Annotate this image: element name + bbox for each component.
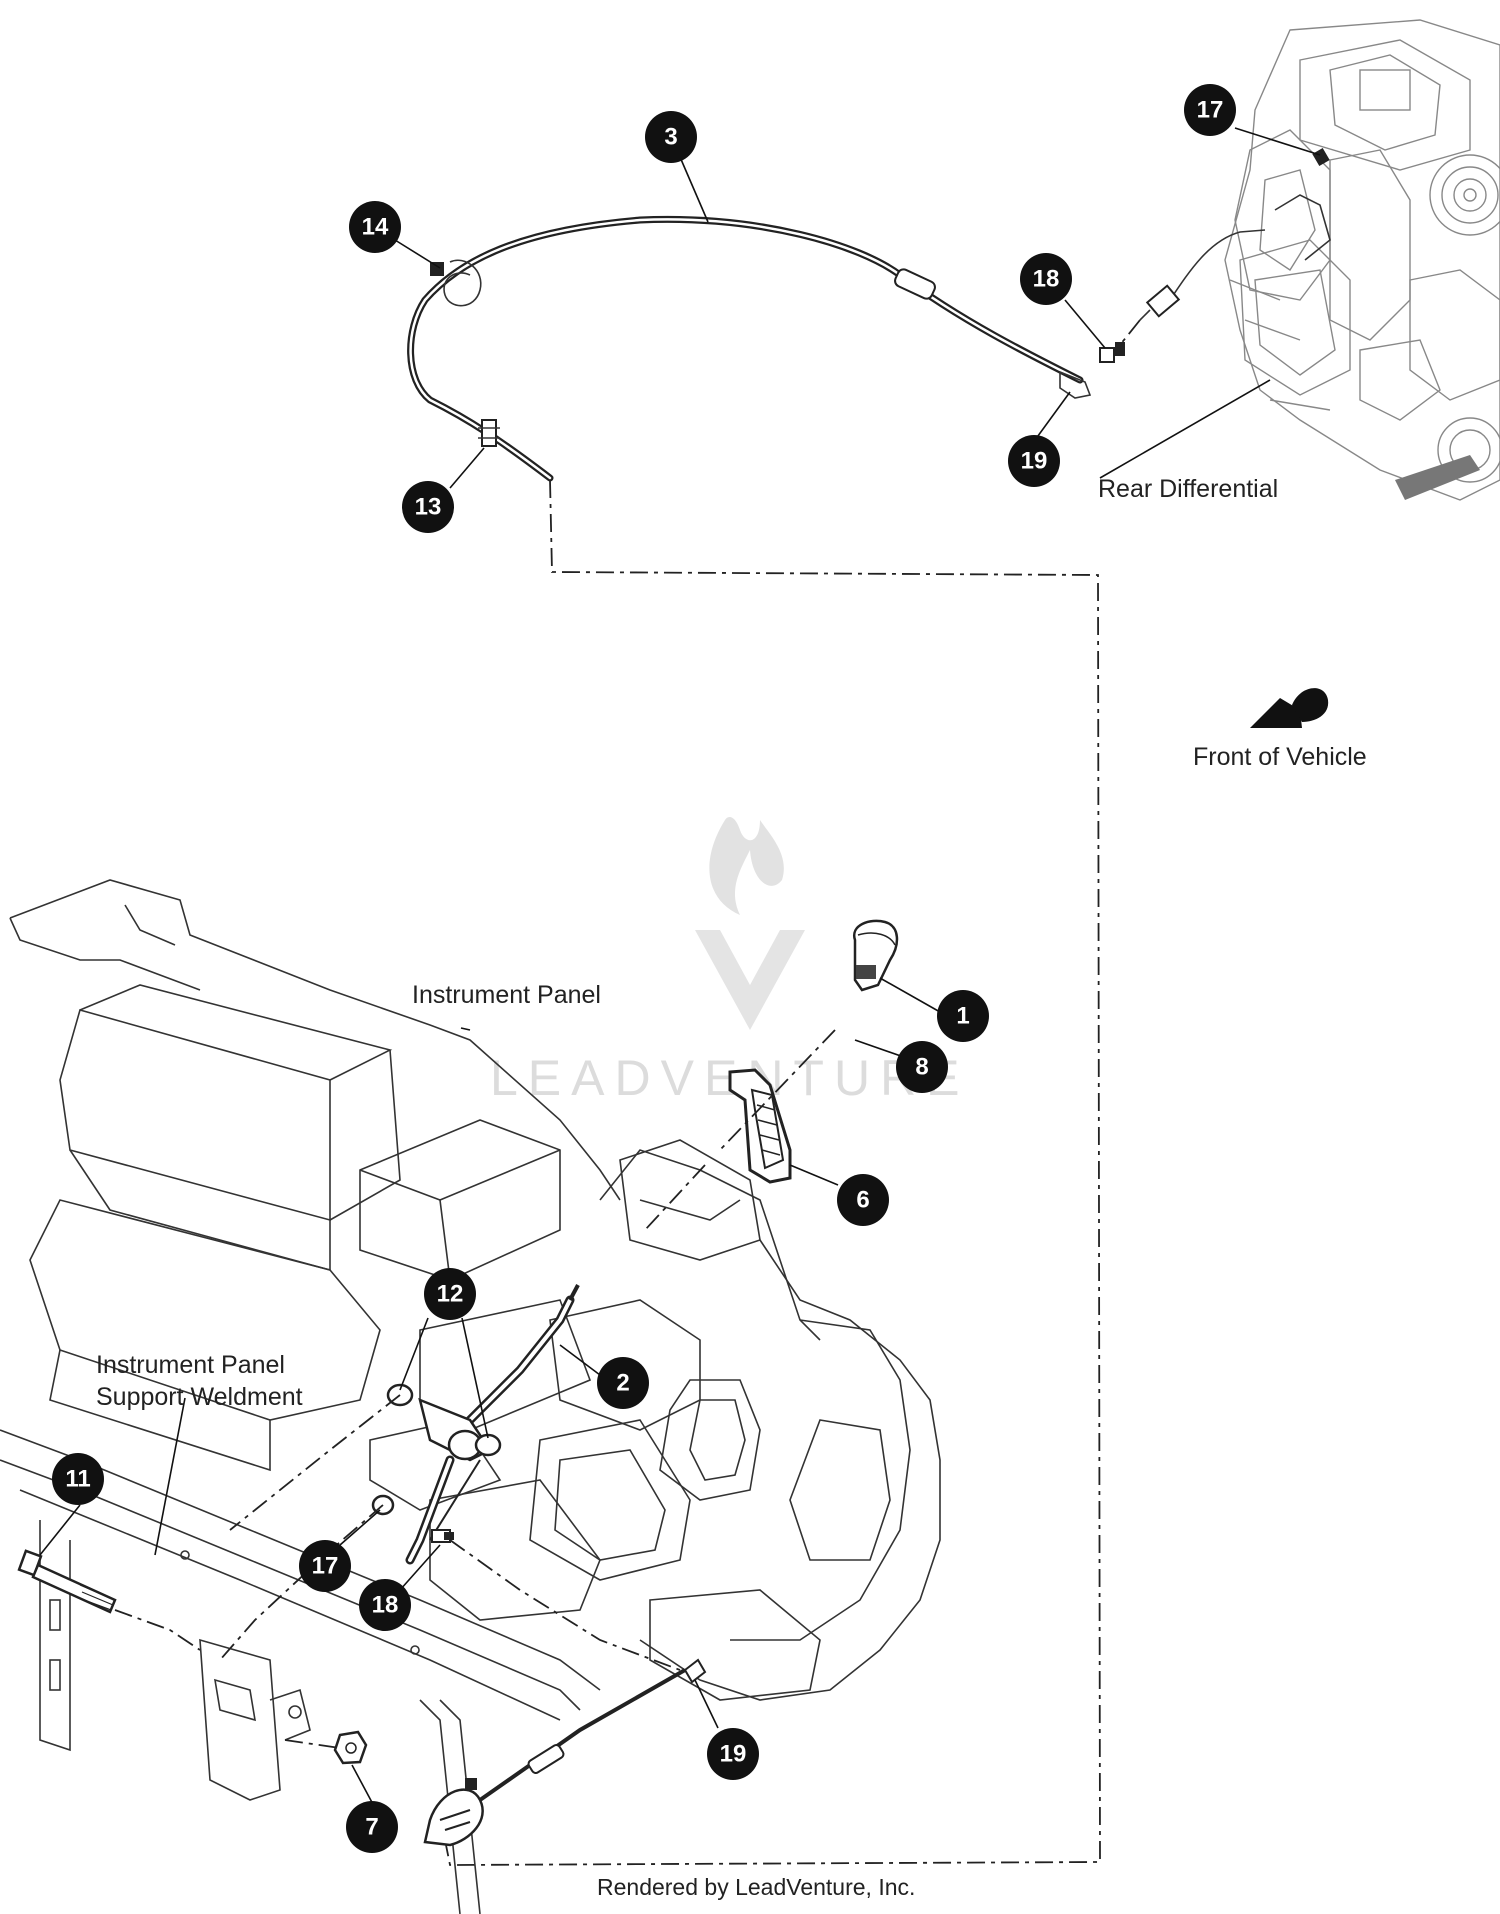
svg-text:2: 2 bbox=[616, 1370, 629, 1397]
front-of-vehicle-label: Front of Vehicle bbox=[1193, 743, 1367, 771]
throttle-knob-part bbox=[853, 919, 899, 992]
callout-19: 19 bbox=[707, 1728, 759, 1780]
svg-text:17: 17 bbox=[312, 1553, 339, 1580]
pedal-part bbox=[728, 1068, 792, 1184]
callout-13: 13 bbox=[402, 481, 454, 533]
assembly-lines bbox=[114, 1029, 836, 1749]
svg-text:19: 19 bbox=[720, 1741, 747, 1768]
leader-lines bbox=[39, 127, 1321, 1809]
svg-text:18: 18 bbox=[1033, 266, 1060, 293]
credit-text: Rendered by LeadVenture, Inc. bbox=[597, 1874, 915, 1900]
svg-text:14: 14 bbox=[362, 214, 389, 241]
throttle-cable bbox=[407, 215, 1141, 482]
front-of-vehicle-arrow-icon bbox=[1250, 688, 1329, 728]
bolt-part bbox=[17, 1549, 117, 1614]
svg-text:12: 12 bbox=[437, 1281, 464, 1308]
cable-routing-line bbox=[444, 479, 1101, 1866]
callout-19: 19 bbox=[1008, 435, 1060, 487]
throttle-lever-part bbox=[371, 1284, 580, 1565]
rear-differential-label: Rear Differential bbox=[1098, 475, 1278, 503]
callout-11: 11 bbox=[52, 1453, 104, 1505]
instrument-panel-drawing bbox=[0, 879, 941, 1914]
svg-text:6: 6 bbox=[856, 1187, 869, 1214]
callout-3: 3 bbox=[645, 111, 697, 163]
svg-text:17: 17 bbox=[1197, 97, 1224, 124]
watermark-text: LEADVENTURE bbox=[490, 1050, 970, 1106]
callout-8: 8 bbox=[896, 1041, 948, 1093]
callout-12: 12 bbox=[424, 1268, 476, 1320]
watermark-logo: LEADVENTURE bbox=[490, 817, 970, 1106]
svg-text:1: 1 bbox=[956, 1003, 969, 1030]
nut-part bbox=[333, 1730, 368, 1765]
rear-differential-drawing bbox=[1139, 19, 1500, 501]
svg-text:11: 11 bbox=[65, 1466, 90, 1493]
callout-17: 17 bbox=[299, 1540, 351, 1592]
svg-text:13: 13 bbox=[415, 494, 442, 521]
support-weldment-label-line2: Support Weldment bbox=[96, 1383, 303, 1411]
svg-text:3: 3 bbox=[664, 124, 677, 151]
callout-6: 6 bbox=[837, 1174, 889, 1226]
callout-7: 7 bbox=[346, 1801, 398, 1853]
instrument-panel-label: Instrument Panel bbox=[412, 981, 601, 1009]
svg-text:8: 8 bbox=[915, 1054, 928, 1081]
support-weldment-label-line1: Instrument Panel bbox=[96, 1351, 285, 1379]
svg-text:19: 19 bbox=[1021, 448, 1048, 475]
callout-1: 1 bbox=[937, 990, 989, 1042]
callout-2: 2 bbox=[597, 1357, 649, 1409]
svg-text:7: 7 bbox=[365, 1814, 378, 1841]
callout-18: 18 bbox=[1020, 253, 1072, 305]
callout-14: 14 bbox=[349, 201, 401, 253]
lower-cable-part bbox=[423, 1658, 707, 1847]
callout-18: 18 bbox=[359, 1579, 411, 1631]
svg-text:18: 18 bbox=[372, 1592, 399, 1619]
callout-17: 17 bbox=[1184, 84, 1236, 136]
